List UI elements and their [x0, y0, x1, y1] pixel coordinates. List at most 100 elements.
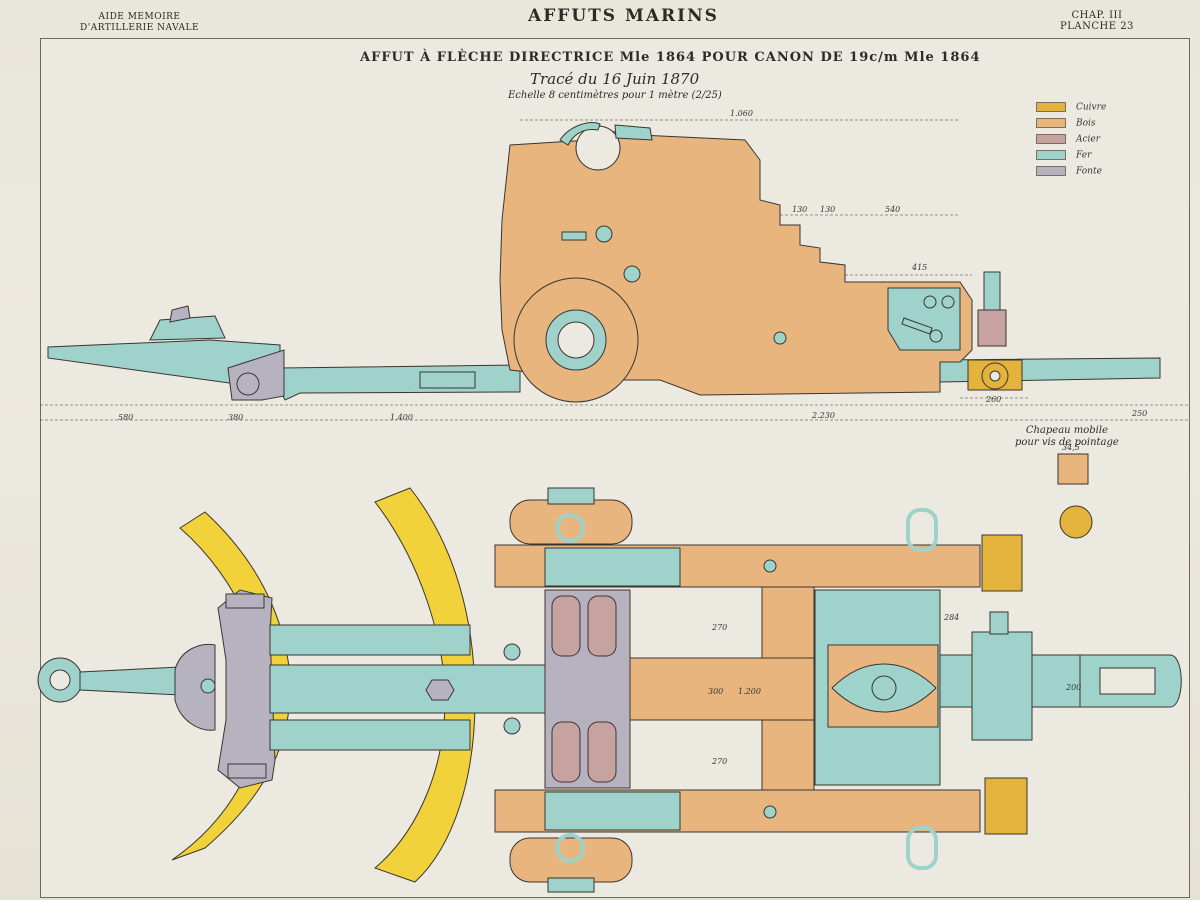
side-rear-plate-bolt	[923, 295, 937, 309]
dim-side-415: 415	[911, 263, 927, 272]
plan-cheek-top-strap	[544, 547, 681, 587]
dim-plan-1200: 1.200	[738, 687, 761, 696]
plan-pointing-housing	[971, 631, 1033, 741]
legend-item-fonte: Fonte	[1036, 166, 1102, 177]
legend-swatch	[1036, 118, 1066, 128]
side-trunnion-cap-right	[614, 124, 653, 141]
plan-rail-top	[269, 624, 471, 656]
plan-roller	[587, 595, 617, 657]
plan-axle-bolt	[503, 717, 521, 735]
plan-wheel-top-hub	[547, 487, 595, 505]
side-bolt	[595, 225, 613, 243]
side-rear-plate-lever	[901, 317, 933, 335]
legend-label: Cuivre	[1076, 102, 1107, 113]
dim-side-top-a: 130	[792, 205, 807, 214]
dimension-labels: 1.060 130 130 540 415 260 580 380 1.400 …	[118, 109, 1147, 766]
dim-side-2230: 2.230	[811, 411, 835, 420]
detail-cap-section	[1057, 453, 1089, 485]
plan-roller	[551, 721, 581, 783]
plan-transom-horizontal	[629, 657, 815, 721]
side-bolt	[623, 265, 641, 283]
detail-title: Chapeau mobile pour vis de pointage	[1015, 425, 1119, 449]
detail-title-line2: pour vis de pointage	[1015, 437, 1119, 448]
legend-swatch	[1036, 150, 1066, 160]
dim-plan-270-a: 270	[711, 623, 727, 632]
plan-rear-roller-bottom	[984, 777, 1028, 835]
plan-rail-center	[269, 664, 551, 714]
dim-plan-300: 300	[708, 687, 723, 696]
plan-rear-roller-top	[981, 534, 1023, 592]
legend-swatch	[1036, 102, 1066, 112]
side-dimension-lines	[40, 119, 1190, 421]
dim-detail-345: 34,5	[1062, 443, 1080, 452]
detail-drawing	[1057, 453, 1093, 539]
dim-side-total: 1.060	[730, 109, 753, 118]
plan-front-shoe-pin	[200, 678, 216, 694]
dim-side-580: 580	[118, 413, 133, 422]
plan-loop-bottom	[906, 826, 938, 870]
side-pointing-screw-cap	[983, 271, 1001, 311]
dim-side-1400: 1.400	[390, 413, 413, 422]
header-right-line1: CHAP. III	[1071, 10, 1123, 21]
plan-ring-top	[555, 513, 585, 543]
header-right-line2: PLANCHE 23	[1060, 21, 1134, 32]
page-title: AFFUTS MARINS	[528, 6, 719, 26]
plan-cheek-bottom-strap	[544, 791, 681, 831]
plan-front-bracket-clamp-bottom	[227, 763, 267, 779]
dim-plan-200: 200	[1065, 683, 1081, 692]
plan-front-bracket-clamp-top	[225, 593, 265, 609]
plan-front-bracket	[217, 589, 276, 789]
plan-ring-bottom	[555, 833, 585, 863]
dim-plan-284: 284	[943, 613, 959, 622]
legend-swatch	[1036, 166, 1066, 176]
side-trunnion	[575, 125, 621, 171]
legend-label: Fonte	[1076, 166, 1102, 177]
side-rail-lug-top	[169, 305, 191, 323]
detail-title-line1: Chapeau mobile	[1025, 425, 1109, 436]
legend-item-acier: Acier	[1036, 134, 1100, 145]
plan-bolt	[763, 805, 777, 819]
side-elevation	[47, 122, 1161, 403]
plan-pointing-screw	[989, 611, 1009, 635]
header-left-line2: D'ARTILLERIE NAVALE	[80, 23, 200, 33]
dim-side-top-b: 130	[820, 205, 835, 214]
side-rear-plate-bolt	[929, 329, 943, 343]
dim-side-380: 380	[228, 413, 243, 422]
side-rail-plate	[419, 371, 476, 389]
legend-item-fer: Fer	[1036, 150, 1091, 161]
plan-loop-top	[906, 508, 938, 552]
plan-bolt	[763, 559, 777, 573]
header-left: AIDE MEMOIRE D'ARTILLERIE NAVALE	[80, 12, 199, 34]
dim-side-260: 260	[985, 395, 1001, 404]
detail-cap-plan	[1059, 505, 1093, 539]
plan-front-eye-hole	[49, 669, 71, 691]
plan-rail-bottom	[269, 719, 471, 751]
side-trunnion-cap	[559, 122, 601, 146]
header-left-line1: AIDE MEMOIRE	[98, 12, 181, 22]
drawing-date: Tracé du 16 Juin 1870	[530, 70, 700, 88]
plan-wheel-top	[509, 499, 633, 545]
plan-roller	[551, 595, 581, 657]
drawing-subtitle: AFFUT À FLÈCHE DIRECTRICE Mle 1864 POUR …	[360, 50, 981, 65]
plan-view	[37, 487, 1182, 893]
legend-label: Fer	[1076, 150, 1092, 161]
legend-swatch	[1036, 134, 1066, 144]
dim-plan-270-b: 270	[711, 757, 727, 766]
side-rear-roller-axle	[989, 370, 1001, 382]
legend-label: Acier	[1076, 134, 1101, 145]
side-elevating-key	[561, 231, 587, 241]
plan-wheel-bottom-hub	[547, 877, 595, 893]
drawing-scale: Echelle 8 centimètres pour 1 mètre (2/25…	[508, 90, 722, 101]
plan-rear-handle-slot	[1099, 667, 1156, 695]
side-shoe-roller	[236, 372, 260, 396]
header-right: CHAP. III PLANCHE 23	[1060, 10, 1134, 32]
plan-center-nut-icon	[425, 679, 455, 701]
side-wheel-axle	[557, 321, 595, 359]
dim-side-top-c: 540	[885, 205, 900, 214]
plan-axle-bolt	[503, 643, 521, 661]
legend-item-cuivre: Cuivre	[1036, 102, 1106, 113]
side-pointing-screw-body	[977, 309, 1007, 347]
side-bolt	[773, 331, 787, 345]
legend-label: Bois	[1076, 118, 1096, 129]
